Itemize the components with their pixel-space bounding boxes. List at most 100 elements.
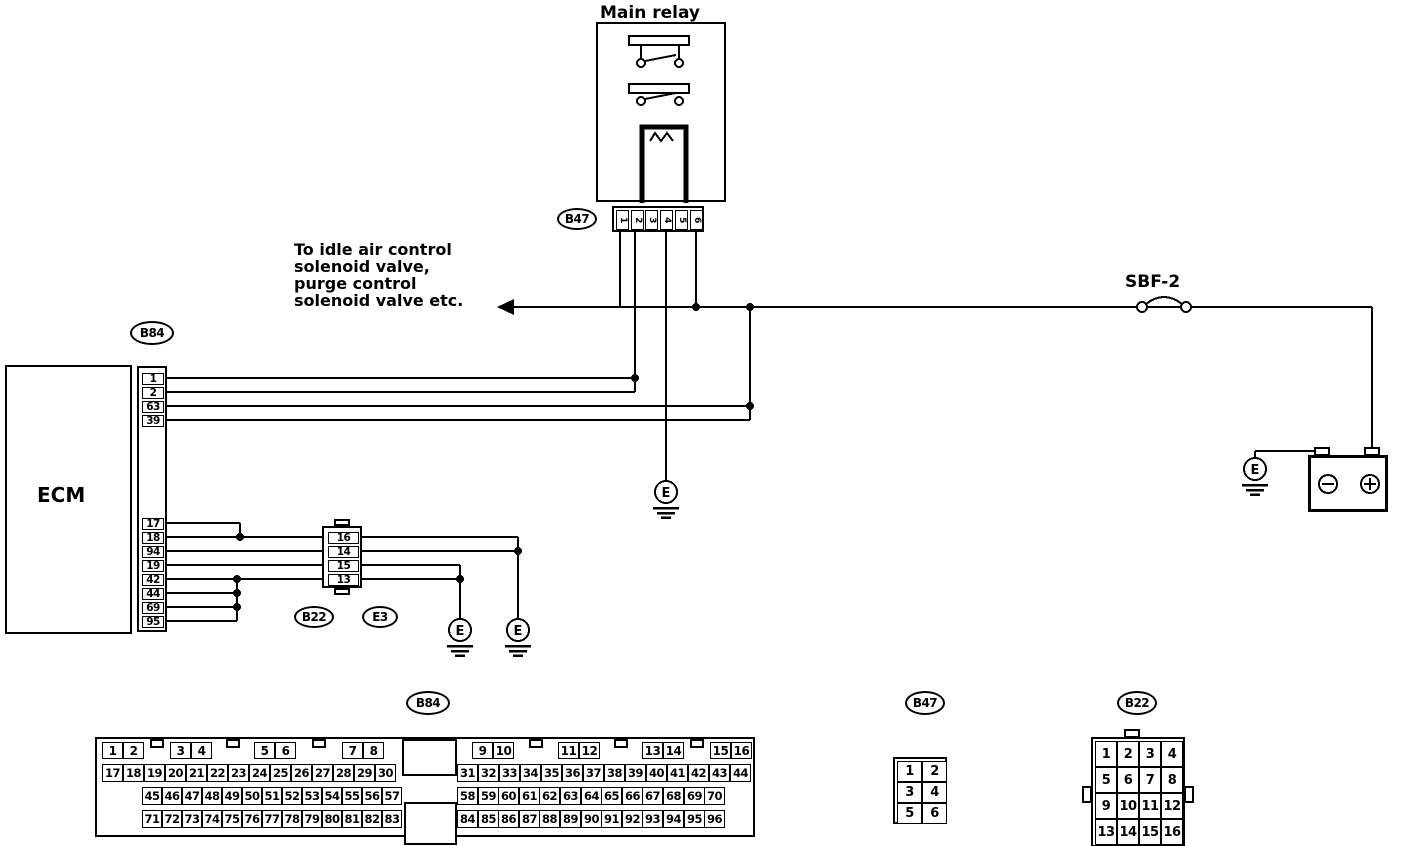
b84-pin-17: 17 (102, 764, 123, 782)
b84-pin-19: 19 (144, 764, 165, 782)
b22-pin-4: 4 (1161, 741, 1183, 767)
b84-pin-29: 29 (354, 764, 375, 782)
b84-pin-32: 32 (478, 764, 499, 782)
ecm-pin-39: 39 (142, 415, 164, 427)
junction-dot (746, 303, 754, 311)
b84-pin-48: 48 (202, 787, 222, 805)
ground-label: E (514, 624, 523, 639)
b84-pin-87: 87 (519, 810, 540, 828)
connector-label-b84-view: B84 (406, 691, 450, 715)
wiring-note-line: purge control (294, 274, 417, 293)
b47-relay-pin-3: 3 (645, 210, 658, 230)
b47-pin-3: 3 (897, 782, 922, 803)
b84-pin-62: 62 (539, 787, 560, 805)
junction-dot (514, 547, 522, 555)
sbf2-fuse-label: SBF-2 (1125, 272, 1181, 292)
relay-internals-icon (628, 35, 690, 203)
b22-pin-15: 15 (1139, 819, 1161, 845)
main-relay-label: Main relay (600, 3, 701, 23)
b22-pin-10: 10 (1117, 793, 1139, 819)
ground-symbol: E (447, 618, 473, 657)
connector-notch (150, 739, 164, 748)
ecm-pin-63: 63 (142, 401, 164, 413)
ground-symbol: E (505, 618, 531, 657)
main-relay-box (596, 22, 726, 202)
ground-label: E (456, 624, 465, 639)
b22-pin-13: 13 (1095, 819, 1117, 845)
ecm-pin-42: 42 (142, 574, 164, 586)
b22-pin-2: 2 (1117, 741, 1139, 767)
b84-pin-12: 12 (579, 742, 600, 759)
b84-pin-36: 36 (562, 764, 583, 782)
b84-pin-18: 18 (123, 764, 144, 782)
battery-negative-icon (1318, 474, 1338, 494)
connector-notch (614, 739, 628, 748)
b84-pin-53: 53 (302, 787, 322, 805)
ground-hatch-icon (1242, 483, 1268, 496)
b84-pin-35: 35 (541, 764, 562, 782)
ground-hatch-icon (505, 644, 531, 657)
b84-pin-83: 83 (382, 810, 402, 828)
wiring-note-line: To idle air control (294, 240, 452, 259)
b84-pin-70: 70 (704, 787, 725, 805)
b84-pin-37: 37 (583, 764, 604, 782)
ground-hatch-icon (653, 506, 679, 519)
ground-symbol: E (653, 480, 679, 519)
connector-label-e3: E3 (362, 606, 398, 628)
b84-pin-1: 1 (102, 742, 123, 759)
b84-pin-20: 20 (165, 764, 186, 782)
e3-pin-13: 13 (328, 574, 359, 586)
junction-dot (456, 575, 464, 583)
connector-label-b84: B84 (130, 321, 174, 345)
e3-pin-14: 14 (328, 546, 359, 558)
fuse-sbf2-icon (1136, 296, 1192, 313)
b84-pin-80: 80 (322, 810, 342, 828)
b22-pin-5: 5 (1095, 767, 1117, 793)
b84-pin-63: 63 (560, 787, 581, 805)
b84-pin-41: 41 (667, 764, 688, 782)
b84-pin-13: 13 (642, 742, 663, 759)
ecm-pin-2: 2 (142, 387, 164, 399)
ecm-pin-95: 95 (142, 616, 164, 628)
b84-pin-74: 74 (202, 810, 222, 828)
ecm-pin-1: 1 (142, 373, 164, 385)
b84-pin-40: 40 (646, 764, 667, 782)
connector-notch (529, 739, 543, 748)
junction-dot (746, 402, 754, 410)
b84-pin-92: 92 (622, 810, 643, 828)
battery-box (1308, 455, 1388, 512)
b47-relay-pin-1: 1 (616, 210, 629, 230)
connector-side-tab (1184, 786, 1194, 803)
b84-pin-5: 5 (254, 742, 275, 759)
connector-label-b22: B22 (294, 606, 334, 628)
b22-pin-11: 11 (1139, 793, 1161, 819)
ground-symbol: E (1242, 457, 1268, 496)
b47-pin-4: 4 (922, 782, 947, 803)
b22-pin-7: 7 (1139, 767, 1161, 793)
b84-pin-58: 58 (457, 787, 478, 805)
b84-pin-89: 89 (560, 810, 581, 828)
b84-pin-59: 59 (478, 787, 499, 805)
ecm-pin-44: 44 (142, 588, 164, 600)
b84-pin-11: 11 (558, 742, 579, 759)
ecm-label: ECM (37, 483, 86, 507)
b84-pin-24: 24 (249, 764, 270, 782)
connector-label-b22-view: B22 (1117, 691, 1157, 715)
b84-pin-8: 8 (363, 742, 384, 759)
ecm-pin-19: 19 (142, 560, 164, 572)
b84-pin-25: 25 (270, 764, 291, 782)
wires (167, 232, 1373, 622)
b84-pin-78: 78 (282, 810, 302, 828)
wiring-note-line: solenoid valve, (294, 257, 430, 276)
b84-pin-54: 54 (322, 787, 342, 805)
connector-notch (690, 739, 704, 748)
b84-pin-76: 76 (242, 810, 262, 828)
e3-pin-15: 15 (328, 560, 359, 572)
b84-pin-26: 26 (291, 764, 312, 782)
b84-pin-68: 68 (663, 787, 684, 805)
b47-relay-pin-5: 5 (675, 210, 688, 230)
connector-notch (334, 519, 350, 526)
